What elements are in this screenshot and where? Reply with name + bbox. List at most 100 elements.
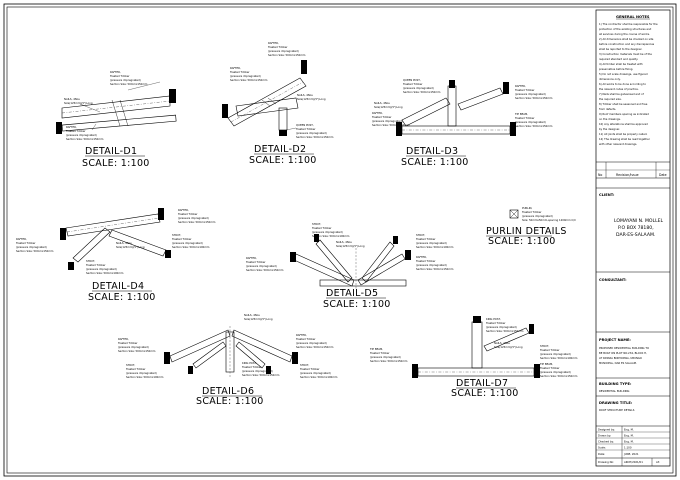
label-text: Section Size: 50mmx100mm bbox=[540, 356, 578, 360]
label-text: Section Size: 50mmx150mm bbox=[118, 349, 156, 353]
project-line: PROPOSED RESIDENTIAL BUILDING TO bbox=[599, 346, 649, 350]
label-text: Treated Timber bbox=[522, 210, 542, 214]
detail-d3: QUEEN POST, Treated Timber (pressure imp… bbox=[372, 78, 553, 168]
detail-scale: SCALE: 1:100 bbox=[88, 292, 156, 303]
label-text: (pressure impregnated) bbox=[372, 119, 403, 123]
detail-d2-labels: RAFTER, Treated Timber (pressure impregn… bbox=[230, 41, 334, 139]
label-text: Section Size: 50mmx150mm bbox=[370, 359, 408, 363]
label-text: (pressure impregnated) bbox=[403, 86, 434, 90]
note-line: by the designer. bbox=[599, 127, 620, 131]
label-text: Section Size: 50mmx150mm bbox=[372, 123, 410, 127]
detail-d6: NAILS, 4Nos Size(125mm)(5")Long RAFTER, … bbox=[118, 313, 338, 407]
detail-title: DETAIL-D5 bbox=[326, 288, 378, 299]
label-text: Section Size: 50mmx150mm bbox=[296, 345, 334, 349]
note-line: before construction and any discrepancie… bbox=[599, 42, 655, 46]
label-text: Treated Timber bbox=[230, 70, 250, 74]
label-text: STRUT, bbox=[540, 344, 550, 348]
note-line: all services during the course of works. bbox=[599, 32, 650, 36]
label-text: (pressure impregnated) bbox=[268, 49, 299, 53]
note-line: 12) The drawing shall be read together bbox=[599, 137, 651, 141]
label-text: KING POST, bbox=[242, 361, 257, 365]
label-text: Treated Timber bbox=[486, 321, 506, 325]
consultant-heading: CONSULTANT: bbox=[599, 278, 627, 282]
label-text: Size(125mm)(5")Long bbox=[64, 101, 93, 105]
label-text: Treated Timber bbox=[416, 237, 436, 241]
label-text: (pressure impregnated) bbox=[86, 267, 117, 271]
label-text: (pressure impregnated) bbox=[515, 92, 546, 96]
detail-title: DETAIL-D7 bbox=[456, 378, 508, 389]
label-text: (pressure impregnated) bbox=[110, 78, 141, 82]
client-city: DAR-ES-SALAAM. bbox=[616, 232, 655, 238]
label-text: Size(125mm)(5")Long bbox=[116, 245, 145, 249]
label-text: Section Size: 50mmx100mm bbox=[300, 375, 338, 379]
label-text: Treated Timber bbox=[118, 341, 138, 345]
note-line: 9) Roof members spacing as indicated bbox=[599, 112, 649, 116]
client-heading: CLIENT: bbox=[599, 193, 615, 197]
drawing-title-heading: DRAWING TITLE: bbox=[599, 401, 633, 405]
label-text: Treated Timber bbox=[126, 367, 146, 371]
note-line: 7) Nails shall be galvanised and of bbox=[599, 92, 644, 96]
note-line: preservative before fixing. bbox=[599, 67, 633, 71]
label-text: Treated Timber bbox=[515, 116, 535, 120]
rafter-end-block bbox=[169, 89, 176, 103]
label-text: Treated Timber bbox=[372, 115, 392, 119]
label-text: Section Size: 50mmx150mm bbox=[178, 220, 216, 224]
label-text: Section Size: 50mmx100mm bbox=[416, 245, 454, 249]
label-text: Section Size: 50mmx150mm bbox=[403, 90, 441, 94]
detail-d3-labels: QUEEN POST, Treated Timber (pressure imp… bbox=[372, 78, 553, 128]
label-text: Treated Timber bbox=[16, 241, 36, 245]
detail-d4: RAFTER, Treated Timber (pressure impregn… bbox=[16, 208, 216, 303]
info-value: Eng. M. bbox=[624, 434, 634, 438]
inner-border bbox=[6, 6, 674, 474]
label-text: TIE BEAM, bbox=[370, 347, 383, 351]
label-text: TIE BEAM, bbox=[515, 112, 528, 116]
label-text: (pressure impregnated) bbox=[230, 74, 261, 78]
label-text: STRUT, bbox=[172, 233, 182, 237]
detail-d4-labels: RAFTER, Treated Timber (pressure impregn… bbox=[16, 208, 216, 275]
drawing-no-label: Drawing No: bbox=[598, 460, 614, 464]
revision-col-date: Date bbox=[659, 173, 667, 177]
note-line: 3) Construction materials must be of the bbox=[599, 52, 652, 56]
label-text: Treated Timber bbox=[300, 367, 320, 371]
client-address: P.O BOX 78180, bbox=[618, 225, 654, 231]
label-text: Treated Timber bbox=[110, 74, 130, 78]
queen-post bbox=[278, 107, 288, 131]
info-rows: Designed by: Eng. M. Drawn by: Eng. M. C… bbox=[598, 428, 660, 465]
label-text: NAILS, 4Nos bbox=[116, 241, 132, 245]
label-text: (pressure impregnated) bbox=[515, 120, 546, 124]
label-text: Treated Timber bbox=[370, 351, 390, 355]
label-text: RAFTER, bbox=[296, 333, 307, 337]
label-text: Section Size: 50mmx150mm bbox=[515, 124, 553, 128]
label-text: Section Size: 50mmx150mm bbox=[230, 78, 268, 82]
label-text: RAFTER, bbox=[66, 125, 77, 129]
label-text: Size(125mm)(5")Long bbox=[244, 317, 273, 321]
note-line: 6) All works to be done according to bbox=[599, 82, 646, 86]
label-text: (pressure impregnated) bbox=[540, 370, 571, 374]
label-text: NAILS, 4Nos bbox=[336, 240, 352, 244]
project-line: BE BUILT ON PLOT NO.234, BLOCK H, bbox=[599, 351, 647, 355]
label-text: (pressure impregnated) bbox=[416, 263, 447, 267]
outer-border bbox=[3, 3, 677, 477]
label-text: (pressure impregnated) bbox=[522, 214, 553, 218]
rafter-end-block bbox=[56, 122, 62, 134]
label-text: (pressure impregnated) bbox=[178, 216, 209, 220]
label-text: Section Size: 50mmx100mm bbox=[126, 375, 164, 379]
label-text: STRUT, bbox=[416, 233, 426, 237]
label-text: (pressure impregnated) bbox=[370, 355, 401, 359]
label-text: Treated Timber bbox=[172, 237, 192, 241]
note-line: dimensions only. bbox=[599, 77, 621, 81]
project-line: AT KIMARA BONYOKWA, UBUNGO bbox=[599, 356, 642, 360]
detail-scale: SCALE: 1:100 bbox=[249, 155, 317, 166]
king-post bbox=[471, 321, 483, 369]
label-text: RAFTER, bbox=[16, 237, 27, 241]
label-text: Treated Timber bbox=[86, 263, 106, 267]
label-text: Section Size: 50mmx150mm bbox=[66, 137, 104, 141]
label-text: Treated Timber bbox=[540, 348, 560, 352]
note-line: with other relevant drawings. bbox=[599, 142, 637, 146]
label-text: RAFTER, bbox=[230, 66, 241, 70]
label-text: TIE BEAM, bbox=[540, 362, 553, 366]
label-text: RAFTER, bbox=[118, 337, 129, 341]
info-value: JUNE, 2021 bbox=[623, 452, 639, 456]
label-text: (pressure impregnated) bbox=[66, 133, 97, 137]
